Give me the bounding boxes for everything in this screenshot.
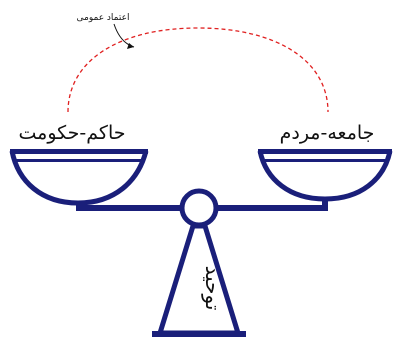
annotation-arrow [114,24,134,47]
pivot-circle [182,191,216,225]
trust-arc [68,28,328,112]
left-pan-label: حاکم-حکومت [19,122,126,144]
right-pan [258,149,392,199]
scale-base [152,226,246,337]
arc-annotation-label: اعتماد عمومی [77,13,130,23]
left-pan [10,149,148,203]
base-label: توحید [201,266,225,311]
right-pan-label: جامعه-مردم [280,122,375,144]
